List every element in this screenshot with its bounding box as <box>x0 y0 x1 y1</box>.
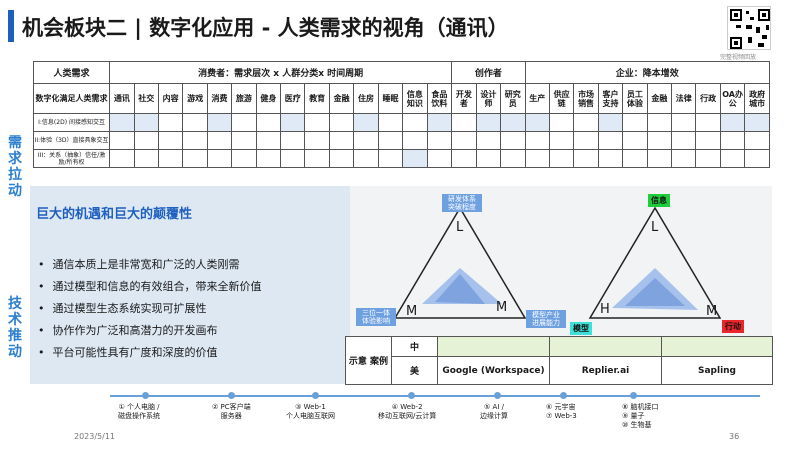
timeline-dot <box>228 392 235 399</box>
column-header: 生产 <box>524 83 550 114</box>
header-enterprise: 企业：降本增效 <box>524 61 771 84</box>
column-header: 员工体验 <box>622 83 648 114</box>
left-tri-right-label: M <box>496 300 508 315</box>
header-consumer: 消费者：需求层次 x 人群分类x 时间周期 <box>109 61 453 84</box>
list-item: 通过模型和信息的有效组合，带来全新价值 <box>38 278 262 300</box>
page-number: 36 <box>729 432 740 441</box>
column-header: 法律 <box>671 83 697 114</box>
header-creator: 创作者 <box>451 61 526 84</box>
column-header: 社交 <box>133 83 159 114</box>
column-header: 政府城市 <box>744 83 770 114</box>
footer-date: 2023/5/11 <box>74 432 116 441</box>
table-row: I:信息(2D) 间接感知交互 <box>32 113 770 132</box>
qr-code <box>727 6 771 50</box>
header-human-needs: 人类需求 <box>32 61 111 84</box>
page-title: 机会板块二 | 数字化应用 - 人类需求的视角（通讯） <box>22 16 509 40</box>
right-tri-left-label: H <box>600 302 610 317</box>
row-label: III：关系（抽象）信任/激励/所有权 <box>32 149 111 168</box>
triangle-diagram: L M M 研发体系 突破程度 三位一体 体验影响 L H M 信息 模型产业 … <box>350 186 772 336</box>
column-header: OA办公 <box>719 83 746 114</box>
column-header: 健身 <box>255 83 282 114</box>
title-accent-bar <box>8 10 14 42</box>
column-header: 旅游 <box>231 83 257 114</box>
column-header: 客户支持 <box>597 83 624 114</box>
model-progress-tag: 模型产业 进展能力 <box>526 310 566 328</box>
column-header: 食品饮料 <box>426 83 453 114</box>
row-label: II:体验（3D）直接具象交互 <box>32 131 111 150</box>
side-label-demand: 需求拉动 <box>8 135 22 199</box>
column-header: 教育 <box>304 83 330 114</box>
column-header: 市场销售 <box>573 83 599 114</box>
column-header: 消费 <box>206 83 233 114</box>
column-header: 研究员 <box>500 83 526 114</box>
qr-caption: 完整视频回放 <box>720 54 757 61</box>
table-row: III：关系（抽象）信任/激励/所有权 <box>32 149 770 168</box>
case-label: 示意 案例 <box>345 336 392 385</box>
left-triangle <box>393 206 527 319</box>
case-tier-mid: 中 <box>391 336 438 357</box>
side-label-tech: 技术推动 <box>8 296 22 360</box>
right-triangle <box>588 206 722 319</box>
list-item: 协作作为广泛和高潜力的开发画布 <box>38 322 262 344</box>
list-item: 通信本质上是非常宽和广泛的人类刚需 <box>38 256 262 278</box>
info-tag: 信息 <box>648 194 670 207</box>
timeline-dot <box>312 392 319 399</box>
column-header: 供应链 <box>548 83 575 114</box>
case-sapling: Sapling <box>661 356 773 385</box>
left-tri-bottom-tag: 三位一体 体验影响 <box>356 308 396 326</box>
list-item: 平台可能性具有广度和深度的价值 <box>38 344 262 366</box>
timeline-dot <box>142 392 149 399</box>
column-header: 通讯 <box>109 83 135 114</box>
timeline-line <box>110 395 760 397</box>
left-tri-top-tag: 研发体系 突破程度 <box>442 194 482 212</box>
column-header: 内容 <box>157 83 184 114</box>
column-header: 游戏 <box>182 83 208 114</box>
column-header: 金融 <box>646 83 673 114</box>
case-tier-high: 美 <box>391 356 438 385</box>
timeline-item: ② PC客户端服务器 <box>212 403 251 420</box>
row-label: I:信息(2D) 间接感知交互 <box>32 113 111 132</box>
case-replier: Replier.ai <box>549 356 662 385</box>
bullet-list: 通信本质上是非常宽和广泛的人类刚需 通过模型和信息的有效组合，带来全新价值 通过… <box>38 256 262 366</box>
right-tri-right-label: M <box>706 304 718 319</box>
action-tag: 行动 <box>722 320 744 333</box>
column-header: 设计师 <box>475 83 502 114</box>
column-header: 住房 <box>353 83 379 114</box>
column-header: 行政 <box>695 83 721 114</box>
model-tag: 模型 <box>570 322 592 335</box>
case-google: Google (Workspace) <box>437 356 550 385</box>
column-header: 医疗 <box>280 83 306 114</box>
case-table: 示意 案例 中 美 Google (Workspace) Replier.ai … <box>345 336 773 385</box>
header-corner: 数字化满足人类需求 <box>32 83 111 114</box>
column-header: 睡眠 <box>377 83 404 114</box>
timeline-dot <box>630 392 637 399</box>
table-row: II:体验（3D）直接具象交互 <box>32 131 770 150</box>
list-item: 通过模型生态系统实现可扩展性 <box>38 300 262 322</box>
timeline-item: ⑤ AI /边缘计算 <box>480 403 508 420</box>
timeline-item: ① 个人电脑 /磁盘操作系统 <box>118 403 160 420</box>
timeline-dot <box>494 392 501 399</box>
timeline-dot <box>560 392 567 399</box>
timeline-dot <box>408 392 415 399</box>
right-tri-top-label: L <box>651 220 659 235</box>
column-header: 开发者 <box>451 83 477 114</box>
left-tri-top-label: L <box>456 220 464 235</box>
column-header: 信息知识 <box>402 83 428 114</box>
left-tri-left-label: M <box>406 304 418 319</box>
needs-matrix: 人类需求 消费者：需求层次 x 人群分类x 时间周期 创作者 企业：降本增效 数… <box>32 61 771 168</box>
overlay-heading: 巨大的机遇和巨大的颠覆性 <box>36 207 193 222</box>
column-header: 金融 <box>328 83 355 114</box>
